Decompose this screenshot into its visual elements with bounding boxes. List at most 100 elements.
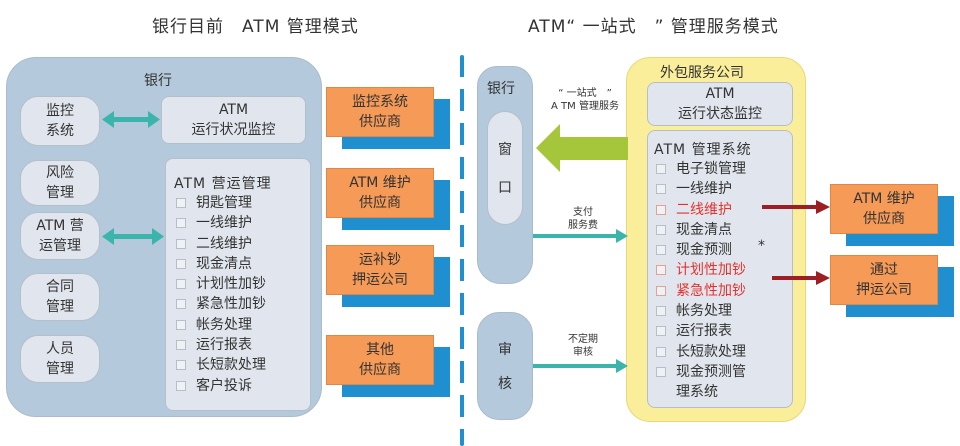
operations-item-label: 运行报表	[196, 337, 252, 354]
operations-item-label: 现金清点	[196, 255, 252, 272]
red-arrow-cash	[772, 271, 830, 285]
system-item-label: 现金预测管 理系统	[676, 363, 746, 401]
checkbox-icon	[176, 380, 186, 391]
dept-contract: 合同 管理	[20, 273, 100, 321]
dept-risk: 风险 管理	[20, 160, 100, 206]
system-item-label: 现金清点	[676, 221, 732, 238]
checkbox-icon	[176, 319, 186, 330]
outsource-label: 外包服务公司	[660, 65, 744, 81]
checkbox-icon	[656, 285, 666, 296]
system-item: 二线维护	[654, 200, 792, 220]
operations-item: 帐务处理	[174, 315, 310, 335]
checkbox-icon	[656, 265, 666, 276]
system-item: 紧急性加钞	[654, 281, 792, 301]
system-item-label: 帐务处理	[676, 303, 732, 320]
section-divider	[460, 55, 464, 446]
audit-char-1: 审	[498, 342, 512, 358]
system-item: 现金预测管 理系统	[654, 362, 792, 403]
vendor-atm-maintenance-label: ATM 维护 供应商	[326, 168, 434, 218]
system-item: 运行报表	[654, 321, 792, 341]
checkbox-icon	[656, 164, 666, 174]
checkbox-icon	[176, 360, 186, 371]
checkbox-icon	[176, 299, 186, 310]
system-item: 现金清点	[654, 220, 792, 240]
vendor-monitoring: 监控系统 供应商	[326, 87, 450, 149]
asterisk-mark: *	[758, 238, 765, 254]
dept-atm-operations: ATM 营 运管理	[20, 212, 100, 260]
atm-status-monitor-title: ATM 运行状况监控	[191, 102, 276, 138]
system-item-label: 长短款处理	[676, 343, 746, 360]
audit-label-wrap: 审 核	[477, 312, 533, 420]
checkbox-icon	[656, 245, 666, 256]
vendor-atm-maintenance: ATM 维护 供应商	[326, 168, 450, 230]
system-item-label: 紧急性加钞	[676, 282, 746, 299]
operations-item-label: 紧急性加钞	[196, 296, 266, 313]
system-item: 一线维护	[654, 179, 792, 199]
audit-column	[477, 312, 533, 420]
operations-item-label: 长短款处理	[196, 357, 266, 374]
checkbox-icon	[176, 238, 186, 249]
atm-status-monitor-box: ATM 运行状况监控	[161, 96, 306, 144]
atm-operations-title: ATM 营运管理	[174, 176, 272, 192]
fee-arrow	[533, 229, 628, 243]
system-item-label: 二线维护	[676, 201, 732, 218]
system-item-label: 运行报表	[676, 323, 732, 340]
window-char-2: 口	[498, 180, 512, 196]
operations-item-label: 钥匙管理	[196, 195, 252, 211]
right-title: ATM“ 一站式 ” 管理服务模式	[528, 17, 779, 37]
system-item-label: 一线维护	[676, 181, 732, 198]
operations-item: 现金清点	[174, 254, 310, 274]
checkbox-icon	[656, 366, 666, 377]
checkbox-icon	[656, 224, 666, 235]
checkbox-icon	[176, 258, 186, 269]
checkbox-icon	[176, 340, 186, 351]
operations-item: 运行报表	[174, 335, 310, 355]
red-arrow-maintenance	[762, 200, 830, 214]
vendor-cash-escort: 运补钞 押运公司	[326, 245, 450, 307]
atm-operations-box: ATM 营运管理 钥匙管理一线维护二线维护现金清点计划性加钞紧急性加钞帐务处理运…	[165, 158, 311, 411]
operations-item: 二线维护	[174, 234, 310, 254]
outsource-monitor-box: ATM 运行状态监控	[647, 82, 793, 126]
window-char-1: 窗	[498, 142, 512, 158]
operations-item: 长短款处理	[174, 355, 310, 375]
vendor-other-label: 其他 供应商	[326, 335, 434, 385]
fee-arrow-label: 支付 服务费	[568, 207, 598, 231]
checkbox-icon	[656, 184, 666, 195]
bank-label: 银行	[144, 73, 172, 89]
operations-item-label: 帐务处理	[196, 316, 252, 333]
operations-item: 紧急性加钞	[174, 294, 310, 314]
atm-management-system-list: 电子锁管理一线维护二线维护现金清点现金预测计划性加钞紧急性加钞帐务处理运行报表长…	[654, 159, 792, 403]
audit-arrow	[533, 359, 628, 373]
subcontractor-atm-maintenance-label: ATM 维护 供应商	[830, 184, 938, 234]
checkbox-icon	[176, 279, 186, 290]
system-item: 计划性加钞	[654, 260, 792, 280]
atm-management-system-title: ATM 管理系统	[654, 142, 752, 158]
service-arrow	[536, 124, 628, 172]
checkbox-icon	[656, 306, 666, 317]
bank-window: 窗 口	[487, 111, 523, 225]
checkbox-icon	[656, 204, 666, 215]
vendor-other: 其他 供应商	[326, 335, 450, 397]
operations-item: 一线维护	[174, 213, 310, 233]
system-item-label: 现金预测	[676, 242, 732, 259]
double-arrow-operations	[102, 228, 164, 245]
system-item: 现金预测	[654, 240, 792, 260]
vendor-cash-escort-label: 运补钞 押运公司	[326, 245, 434, 295]
operations-item-label: 计划性加钞	[196, 276, 266, 293]
operations-item-label: 一线维护	[196, 215, 252, 232]
atm-operations-list: 钥匙管理一线维护二线维护现金清点计划性加钞紧急性加钞帐务处理运行报表长短款处理客…	[174, 193, 310, 396]
double-arrow-monitoring	[102, 111, 160, 128]
subcontractor-atm-maintenance: ATM 维护 供应商	[830, 184, 954, 246]
checkbox-icon	[176, 198, 186, 208]
subcontractor-cash-escort-label: 通过 押运公司	[830, 255, 938, 305]
checkbox-icon	[176, 218, 186, 229]
operations-item: 计划性加钞	[174, 274, 310, 294]
system-item-label: 计划性加钞	[676, 262, 746, 279]
outsource-monitor-title: ATM 运行状态监控	[678, 86, 762, 122]
service-arrow-label: “ 一站式 ” A TM 管理服务	[551, 88, 619, 112]
right-bank-label: 银行	[487, 81, 515, 97]
checkbox-icon	[656, 346, 666, 357]
audit-char-2: 核	[498, 376, 512, 392]
dept-personnel: 人员 管理	[20, 335, 100, 383]
